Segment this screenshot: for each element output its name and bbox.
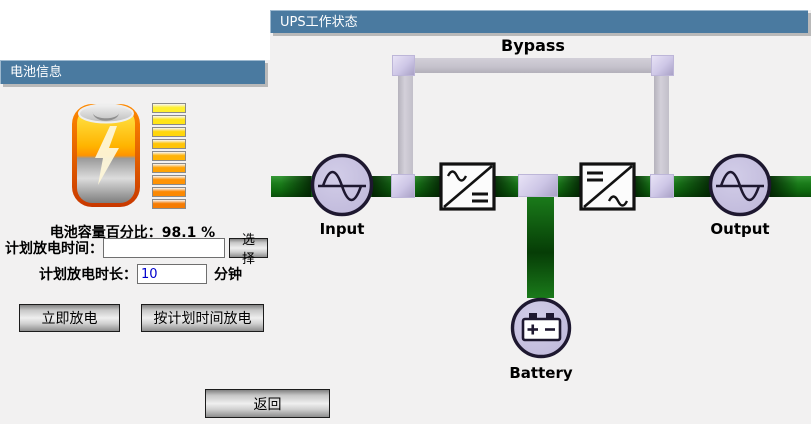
battery-junction <box>518 174 558 197</box>
output-icon <box>707 152 773 218</box>
bypass-corner-right <box>651 55 674 76</box>
top-left-background <box>0 0 270 60</box>
pipe-shade <box>672 176 710 197</box>
duration-input[interactable] <box>137 264 207 284</box>
battery-level-bars <box>152 103 186 211</box>
discharge-now-button[interactable]: 立即放电 <box>19 304 120 332</box>
battery-level-bar <box>152 103 186 113</box>
battery-level-bar <box>152 139 186 149</box>
top-right-background <box>270 0 811 10</box>
battery-level-bar <box>152 187 186 197</box>
battery-level-bar <box>152 127 186 137</box>
inverter-icon <box>579 162 636 211</box>
battery-icon <box>70 95 142 213</box>
schedule-time-label: 计划放电时间： <box>5 241 103 257</box>
pipe-shade <box>634 176 654 197</box>
schedule-time-input[interactable] <box>103 238 225 258</box>
bypass-pipe-right <box>654 74 669 177</box>
capacity-label: 电池容量百分比： <box>49 225 162 241</box>
bypass-pipe-top <box>393 58 673 73</box>
battery-level-bar <box>152 163 186 173</box>
pipe-shade <box>412 176 440 197</box>
ups-status-title: UPS工作状态 <box>280 15 358 30</box>
bypass-label: Bypass <box>501 36 565 55</box>
back-button[interactable]: 返回 <box>205 389 330 418</box>
pipe-shade <box>556 176 580 197</box>
rectifier-icon <box>439 162 496 211</box>
battery-info-header: 电池信息 <box>0 60 265 84</box>
capacity-line: 电池容量百分比：98.1 % <box>0 222 265 242</box>
select-button[interactable]: 选择 <box>229 233 268 267</box>
battery-line <box>527 197 554 298</box>
battery-node-icon <box>509 296 573 360</box>
ups-status-header: UPS工作状态 <box>270 10 808 33</box>
battery-level-bar <box>152 115 186 125</box>
output-label: Output <box>710 220 770 238</box>
bypass-pipe-left <box>398 74 413 177</box>
bypass-corner-left <box>392 55 415 76</box>
battery-info-title: 电池信息 <box>10 65 63 80</box>
discharge-plan-button[interactable]: 按计划时间放电 <box>141 304 264 332</box>
battery-level-bar <box>152 199 186 209</box>
duration-unit: 分钟 <box>214 267 242 283</box>
capacity-value: 98.1 % <box>161 225 216 241</box>
pipe-shade <box>281 176 311 197</box>
pipe-shade <box>770 176 798 197</box>
bypass-input-junction <box>391 174 415 198</box>
input-source-icon <box>309 152 375 218</box>
battery-level-bar <box>152 175 186 185</box>
battery-label: Battery <box>509 364 573 382</box>
duration-label: 计划放电时长： <box>39 267 137 283</box>
battery-level-bar <box>152 151 186 161</box>
input-label: Input <box>319 220 365 238</box>
bypass-output-junction <box>650 174 674 198</box>
pipe-shade <box>494 176 520 197</box>
